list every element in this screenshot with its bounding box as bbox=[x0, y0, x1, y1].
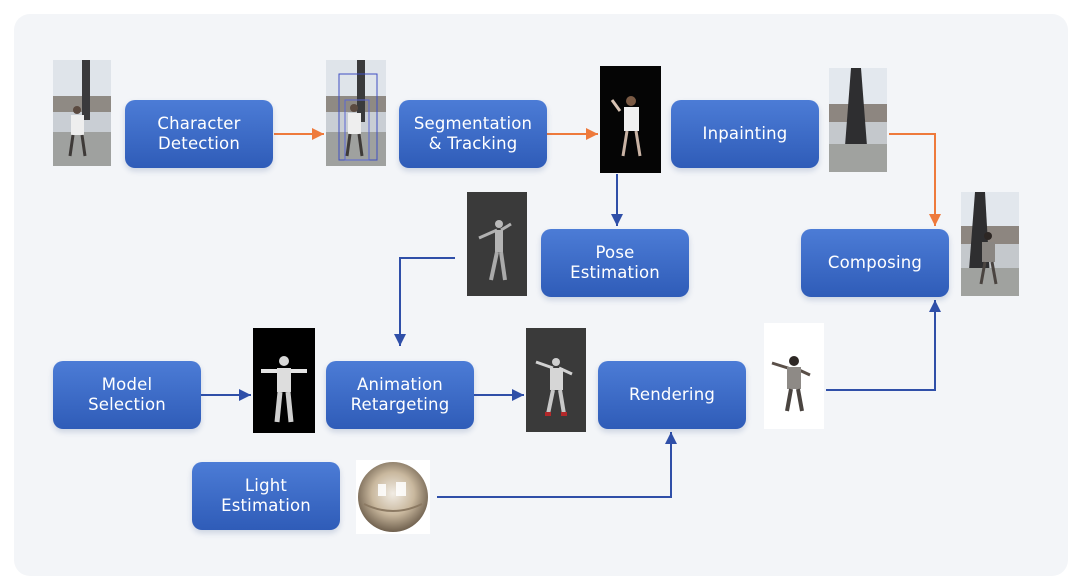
pose-estimation-label-2: Estimation bbox=[570, 263, 660, 282]
composite-photo-icon bbox=[961, 192, 1019, 296]
character-detection-label-1: Character bbox=[157, 114, 241, 133]
segmented-person-icon bbox=[600, 66, 661, 173]
animation-retargeting-box: Animation Retargeting bbox=[326, 361, 474, 429]
pose-estimation-box: Pose Estimation bbox=[541, 229, 689, 297]
light-estimation-label-1: Light bbox=[244, 476, 288, 495]
background-photo-icon bbox=[829, 68, 887, 172]
character-detection-box: Character Detection bbox=[125, 100, 273, 168]
model-selection-label-2: Selection bbox=[88, 395, 166, 414]
composing-box: Composing bbox=[801, 229, 949, 297]
hdr-sphere-icon bbox=[356, 460, 430, 534]
light-estimation-box: Light Estimation bbox=[192, 462, 340, 530]
rendered-character-icon bbox=[764, 323, 824, 429]
rendering-label: Rendering bbox=[628, 385, 716, 404]
segmentation-tracking-label-1: Segmentation bbox=[413, 114, 533, 133]
inpainting-box: Inpainting bbox=[671, 100, 819, 168]
3d-model-icon bbox=[253, 328, 315, 433]
pose-estimation-label-1: Pose bbox=[595, 243, 635, 262]
segmentation-tracking-box: Segmentation & Tracking bbox=[399, 100, 547, 168]
animation-retargeting-label-1: Animation bbox=[357, 375, 443, 394]
segmentation-tracking-label-2: & Tracking bbox=[428, 134, 518, 153]
animation-retargeting-label-2: Retargeting bbox=[350, 395, 450, 414]
photo-person-icon bbox=[53, 60, 111, 166]
rendering-box: Rendering bbox=[598, 361, 746, 429]
animated-model-icon bbox=[526, 328, 586, 432]
bounding-box-photo-icon bbox=[326, 60, 386, 166]
mannequin-icon bbox=[467, 192, 527, 296]
composing-label: Composing bbox=[827, 253, 923, 272]
model-selection-box: Model Selection bbox=[53, 361, 201, 429]
inpainting-label: Inpainting bbox=[702, 124, 788, 143]
character-detection-label-2: Detection bbox=[158, 134, 240, 153]
model-selection-label-1: Model bbox=[101, 375, 153, 394]
light-estimation-label-2: Estimation bbox=[221, 496, 311, 515]
